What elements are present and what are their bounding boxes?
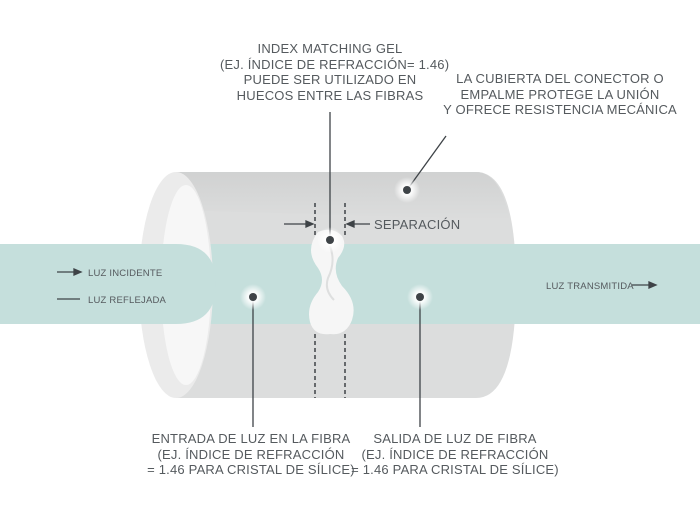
index-gel-blob: [309, 229, 354, 335]
incident-arrow: [57, 268, 83, 276]
marker-input: [240, 284, 266, 310]
output-fiber-line-2: (EJ. ÍNDICE DE REFRACCIÓN: [361, 446, 549, 462]
marker-gel: [317, 227, 343, 253]
index-gel-line-3: PUEDE SER UTILIZADO EN: [243, 72, 417, 87]
input-fiber-line-1: ENTRADA DE LUZ EN LA FIBRA: [151, 431, 351, 446]
connector-cover-line-1: LA CUBIERTA DEL CONECTOR O: [456, 71, 664, 86]
output-fiber-line-3: = 1.46 PARA CRISTAL DE SÍLICE): [351, 462, 559, 477]
fiber-core-right-join: [496, 244, 700, 324]
reflected-light-label: LUZ REFLEJADA: [88, 295, 167, 306]
gap-dashes: [314, 203, 346, 398]
index-gel-line-1: INDEX MATCHING GEL: [257, 41, 403, 56]
fiber-core-face: [0, 244, 216, 324]
connector-cover-line-2: EMPALME PROTEGE LA UNIÓN: [460, 86, 660, 102]
index-gel-line-4: HUECOS ENTRE LAS FIBRAS: [236, 87, 424, 103]
input-fiber-line-2: (EJ. ÍNDICE DE REFRACCIÓN: [157, 446, 345, 462]
index-gel-line-2: (EJ. ÍNDICE DE REFRACCIÓN= 1.46): [220, 56, 450, 72]
incident-light-label: LUZ INCIDENTE: [88, 268, 163, 279]
input-fiber-line-3: = 1.46 PARA CRISTAL DE SÍLICE): [147, 462, 355, 477]
index-gel-highlight: [325, 245, 335, 301]
transmitted-arrow: [632, 281, 658, 289]
gap-label: SEPARACIÓN: [374, 217, 461, 232]
index-gel-label: INDEX MATCHING GEL (EJ. ÍNDICE DE REFRAC…: [220, 41, 450, 103]
output-fiber-line-1: SALIDA DE LUZ DE FIBRA: [373, 431, 537, 446]
connector-cover-label: LA CUBIERTA DEL CONECTOR O EMPALME PROTE…: [440, 71, 680, 118]
marker-output: [407, 284, 433, 310]
input-fiber-label: ENTRADA DE LUZ EN LA FIBRA (EJ. ÍNDICE D…: [122, 431, 380, 478]
marker-cover: [394, 177, 420, 203]
connector-cylinder-shade: [176, 172, 510, 220]
output-fiber-label: SALIDA DE LUZ DE FIBRA (EJ. ÍNDICE DE RE…: [340, 431, 570, 478]
connector-cover-line-3: Y OFRECE RESISTENCIA MECÁNICA: [443, 102, 677, 117]
gap-arrows: [284, 220, 370, 228]
transmitted-light-label: LUZ TRANSMITIDA: [546, 281, 634, 292]
